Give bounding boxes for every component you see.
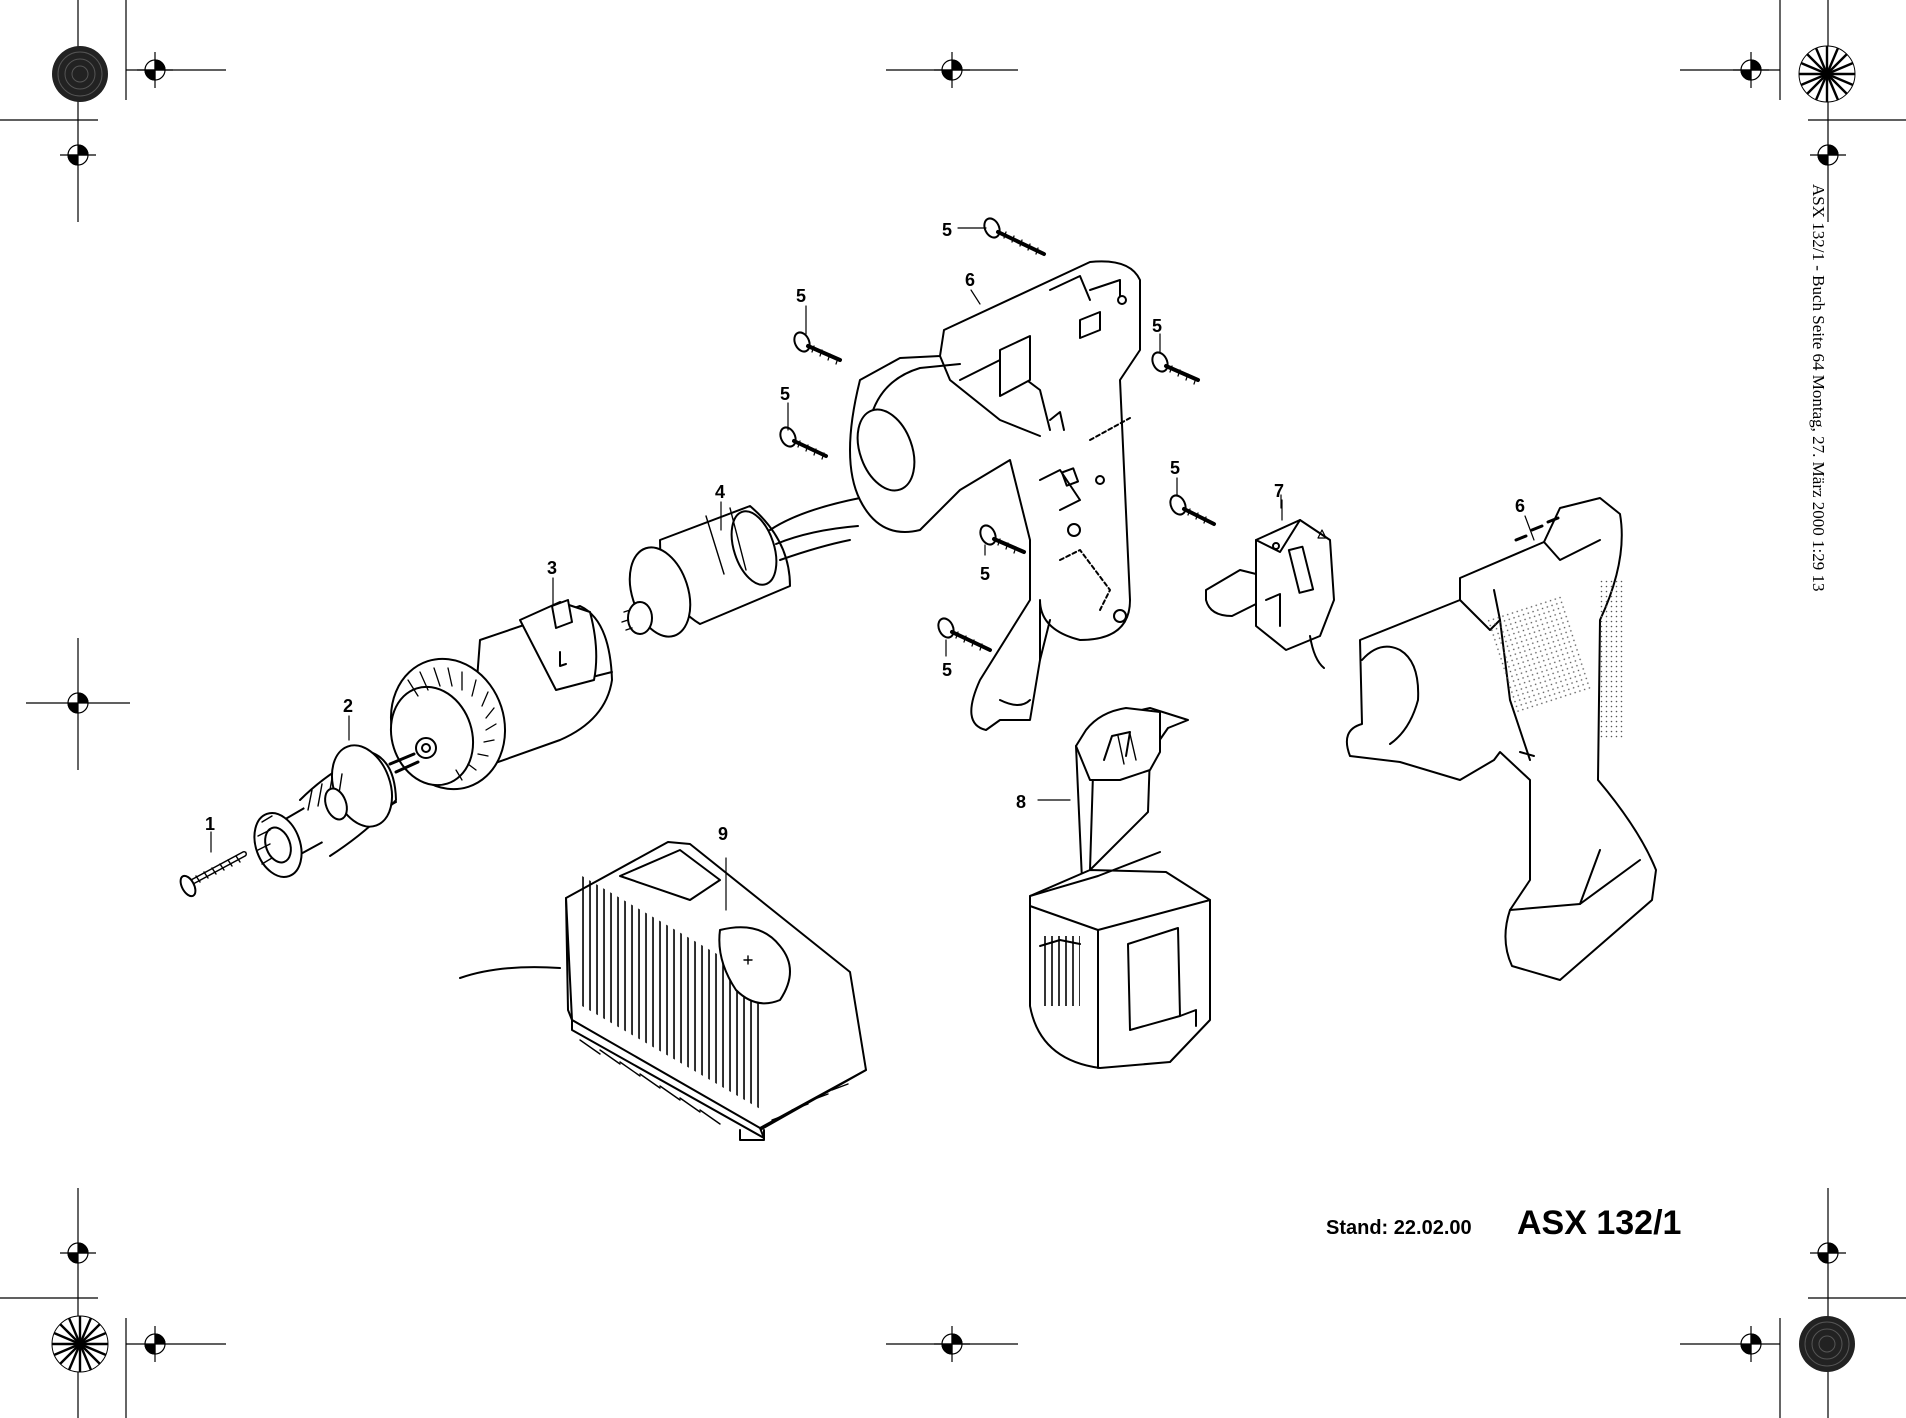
part-2-chuck bbox=[253, 744, 397, 878]
crosshair-marks bbox=[26, 52, 1846, 1362]
part-9-charger bbox=[459, 841, 867, 1141]
crosshair-top-2 bbox=[886, 52, 1018, 88]
crosshair-right-top bbox=[1810, 144, 1846, 166]
label-part-5-c: 5 bbox=[780, 384, 790, 404]
part-6-housing-right bbox=[1346, 497, 1657, 981]
part-labels: 1 2 3 4 5 5 5 5 5 5 5 6 6 7 8 9 bbox=[205, 220, 1525, 844]
label-part-5-f: 5 bbox=[980, 564, 990, 584]
screw-5d bbox=[1151, 351, 1200, 385]
screw-5e bbox=[1169, 494, 1216, 526]
part-3-gearbox bbox=[388, 599, 613, 791]
label-part-2: 2 bbox=[343, 696, 353, 716]
screw-5f bbox=[979, 524, 1026, 554]
crosshair-top-3 bbox=[1680, 52, 1780, 88]
crosshair-top-1 bbox=[126, 52, 226, 88]
part-5-screws bbox=[779, 217, 1216, 652]
model-number: ASX 132/1 bbox=[1517, 1204, 1682, 1242]
label-part-6-b: 6 bbox=[1515, 496, 1525, 516]
part-4-motor bbox=[621, 497, 861, 638]
crosshair-left-bottom bbox=[60, 1242, 96, 1264]
label-part-4: 4 bbox=[715, 482, 725, 502]
crosshair-bottom-2 bbox=[886, 1326, 1018, 1362]
print-slug: ASX 132/1 - Buch Seite 64 Montag, 27. Mä… bbox=[1809, 184, 1828, 592]
screw-5a bbox=[983, 217, 1046, 256]
screw-5g bbox=[937, 617, 992, 652]
part-7-switch bbox=[1205, 519, 1335, 669]
crosshair-bottom-1 bbox=[126, 1326, 226, 1362]
starburst-bottom-left bbox=[51, 1315, 109, 1373]
screw-5b bbox=[793, 331, 842, 365]
crosshair-bottom-3 bbox=[1680, 1326, 1780, 1362]
starburst-top-right bbox=[1798, 45, 1856, 103]
color-target-bottom-right bbox=[1799, 1316, 1855, 1372]
part-6-housing-half bbox=[849, 260, 1141, 731]
crosshair-right-bottom bbox=[1810, 1242, 1846, 1264]
label-part-7: 7 bbox=[1274, 481, 1284, 501]
label-part-9: 9 bbox=[718, 824, 728, 844]
label-part-1: 1 bbox=[205, 814, 215, 834]
label-part-5-a: 5 bbox=[942, 220, 952, 240]
part-8-battery bbox=[1029, 707, 1211, 1069]
screw-5c bbox=[779, 426, 828, 460]
label-part-6-a: 6 bbox=[965, 270, 975, 290]
label-part-8: 8 bbox=[1016, 792, 1026, 812]
motor-pinion bbox=[621, 601, 653, 635]
label-part-3: 3 bbox=[547, 558, 557, 578]
crosshair-left-mid bbox=[26, 638, 130, 770]
revision-date: Stand: 22.02.00 bbox=[1326, 1217, 1472, 1239]
label-part-5-g: 5 bbox=[942, 660, 952, 680]
label-part-5-b: 5 bbox=[796, 286, 806, 306]
label-part-5-e: 5 bbox=[1170, 458, 1180, 478]
target-circles bbox=[51, 45, 1856, 1373]
crosshair-left-top bbox=[60, 144, 96, 166]
part-1-screw bbox=[179, 851, 247, 898]
color-target-top-left bbox=[52, 46, 108, 102]
leader-lines bbox=[210, 227, 1535, 911]
label-part-5-d: 5 bbox=[1152, 316, 1162, 336]
